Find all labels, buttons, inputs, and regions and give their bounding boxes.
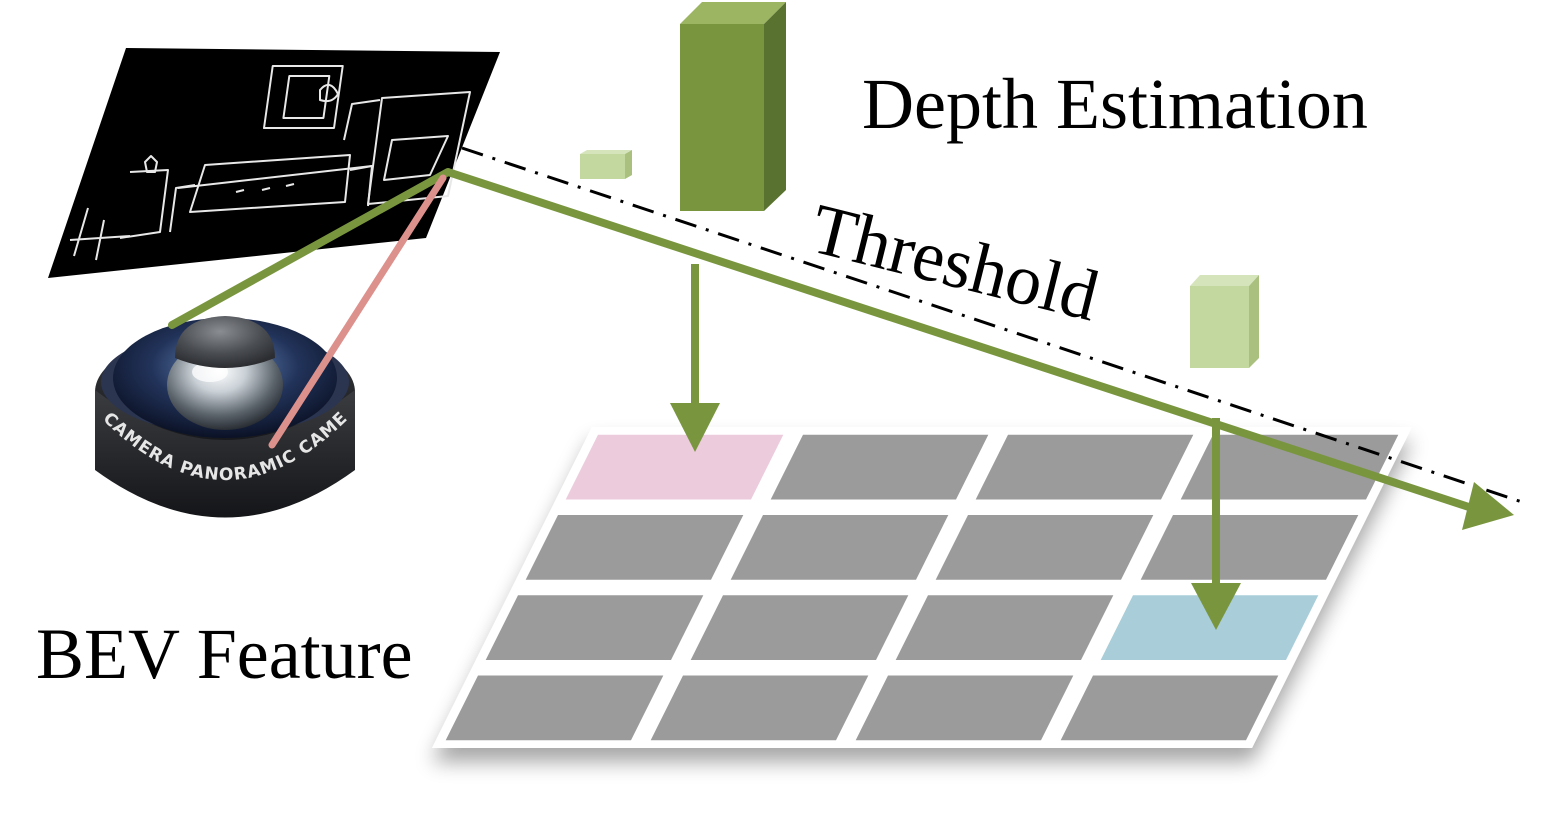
bev-grid-border	[432, 427, 1412, 748]
bev-cell	[935, 514, 1154, 580]
depth-bar-small-left	[580, 150, 632, 179]
camera-ray-pink	[268, 174, 447, 449]
bev-cell	[445, 675, 664, 741]
bev-cell	[650, 675, 869, 741]
bev-cell	[855, 675, 1074, 741]
bev-cell	[1060, 675, 1279, 741]
depth-ray	[446, 168, 1480, 514]
bev-cell	[485, 595, 704, 661]
projection-arrowhead-right	[1191, 583, 1241, 630]
bev-cell	[1180, 434, 1399, 500]
bev-cell	[975, 434, 1194, 500]
camera-ray-green	[168, 168, 452, 329]
bev-cell	[690, 595, 909, 661]
bev-cell	[525, 514, 744, 580]
depth-ray-arrowhead	[1462, 482, 1514, 530]
bev-cell-highlight	[565, 434, 784, 500]
bev-cell	[730, 514, 949, 580]
bev-cell	[1140, 514, 1359, 580]
bev-feature-label: BEV Feature	[36, 614, 413, 694]
bev-cell-highlight	[1100, 595, 1319, 661]
depth-estimation-label: Depth Estimation	[862, 64, 1368, 144]
bev-feature-grid	[432, 427, 1412, 748]
threshold-line	[461, 146, 1523, 504]
depth-bar-large	[680, 2, 786, 211]
projection-arrowhead-left	[670, 403, 720, 452]
depth-bar-small-right	[1190, 275, 1259, 368]
edge-image-panel	[48, 48, 500, 278]
bev-cell	[770, 434, 989, 500]
bev-cell	[895, 595, 1114, 661]
